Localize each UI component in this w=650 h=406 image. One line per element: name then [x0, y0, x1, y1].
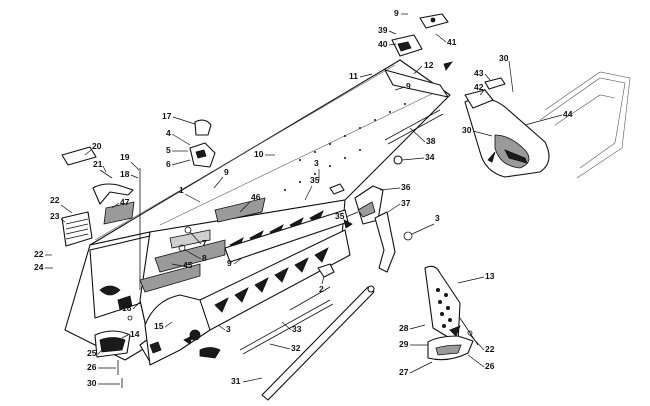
callout-16: 16	[122, 303, 132, 313]
callout-20: 20	[92, 141, 102, 151]
callout-9: 9	[406, 81, 411, 91]
callout-30: 30	[499, 53, 509, 63]
callout-19: 19	[120, 152, 130, 162]
callout-15: 15	[154, 321, 164, 331]
callout-43: 43	[474, 68, 484, 78]
callout-3: 3	[435, 213, 440, 223]
callout-41: 41	[447, 37, 457, 47]
callout-32: 32	[291, 343, 301, 353]
part-2-bracket	[317, 263, 335, 278]
callout-26: 26	[485, 361, 495, 371]
callout-28: 28	[399, 323, 409, 333]
callout-7: 7	[202, 238, 207, 248]
callout-44: 44	[563, 109, 573, 119]
deck-rivets	[284, 103, 406, 191]
direction-arrows	[183, 61, 496, 345]
right-middle-parts	[329, 183, 413, 273]
callout-1: 1	[179, 185, 184, 195]
callout-3: 3	[226, 324, 231, 334]
left-parts	[61, 119, 216, 290]
callout-8: 8	[202, 253, 207, 263]
callout-38: 38	[426, 136, 436, 146]
lower-left-parts	[94, 315, 133, 388]
callout-34: 34	[425, 152, 435, 162]
callout-17: 17	[162, 111, 172, 121]
callout-45: 45	[183, 260, 193, 270]
callout-30: 30	[462, 125, 472, 135]
callout-37: 37	[401, 198, 411, 208]
callout-42: 42	[474, 82, 484, 92]
callout-22: 22	[34, 249, 44, 259]
callout-10: 10	[254, 149, 264, 159]
callout-35: 35	[310, 175, 320, 185]
callouts: 9 39 40 41 12 11 9 30 43 42 44 30	[34, 8, 573, 388]
callout-27: 27	[399, 367, 409, 377]
grille-slots	[65, 218, 89, 240]
tunnel-assembly	[64, 59, 451, 366]
callout-14: 14	[130, 329, 140, 339]
callout-22: 22	[485, 344, 495, 354]
callout-9: 9	[224, 167, 229, 177]
callout-29: 29	[399, 339, 409, 349]
callout-47: 47	[120, 197, 130, 207]
rear-bumper-assembly	[384, 13, 631, 179]
callout-11: 11	[349, 71, 358, 81]
callout-6: 6	[166, 159, 171, 169]
callout-22: 22	[50, 195, 60, 205]
callout-31: 31	[231, 376, 241, 386]
callout-3: 3	[314, 158, 319, 168]
callout-23: 23	[50, 211, 60, 221]
callout-35: 35	[335, 211, 345, 221]
callout-4: 4	[166, 128, 171, 138]
callout-13: 13	[485, 271, 495, 281]
callout-36: 36	[401, 182, 411, 192]
callout-26: 26	[87, 362, 97, 372]
callout-9: 9	[394, 8, 399, 18]
callout-39: 39	[378, 25, 388, 35]
callout-18: 18	[120, 169, 130, 179]
callout-5: 5	[166, 145, 171, 155]
callout-2: 2	[319, 284, 324, 294]
rod-parts	[239, 285, 375, 401]
callout-12: 12	[424, 60, 434, 70]
callout-24: 24	[34, 262, 44, 272]
callout-21: 21	[93, 159, 103, 169]
callout-46: 46	[251, 192, 261, 202]
lower-right-parts	[424, 265, 479, 361]
callout-33: 33	[292, 324, 302, 334]
plate-holes	[435, 287, 452, 328]
callout-30: 30	[87, 378, 97, 388]
callout-9: 9	[227, 258, 232, 268]
callout-25: 25	[87, 348, 97, 358]
callout-40: 40	[378, 39, 388, 49]
